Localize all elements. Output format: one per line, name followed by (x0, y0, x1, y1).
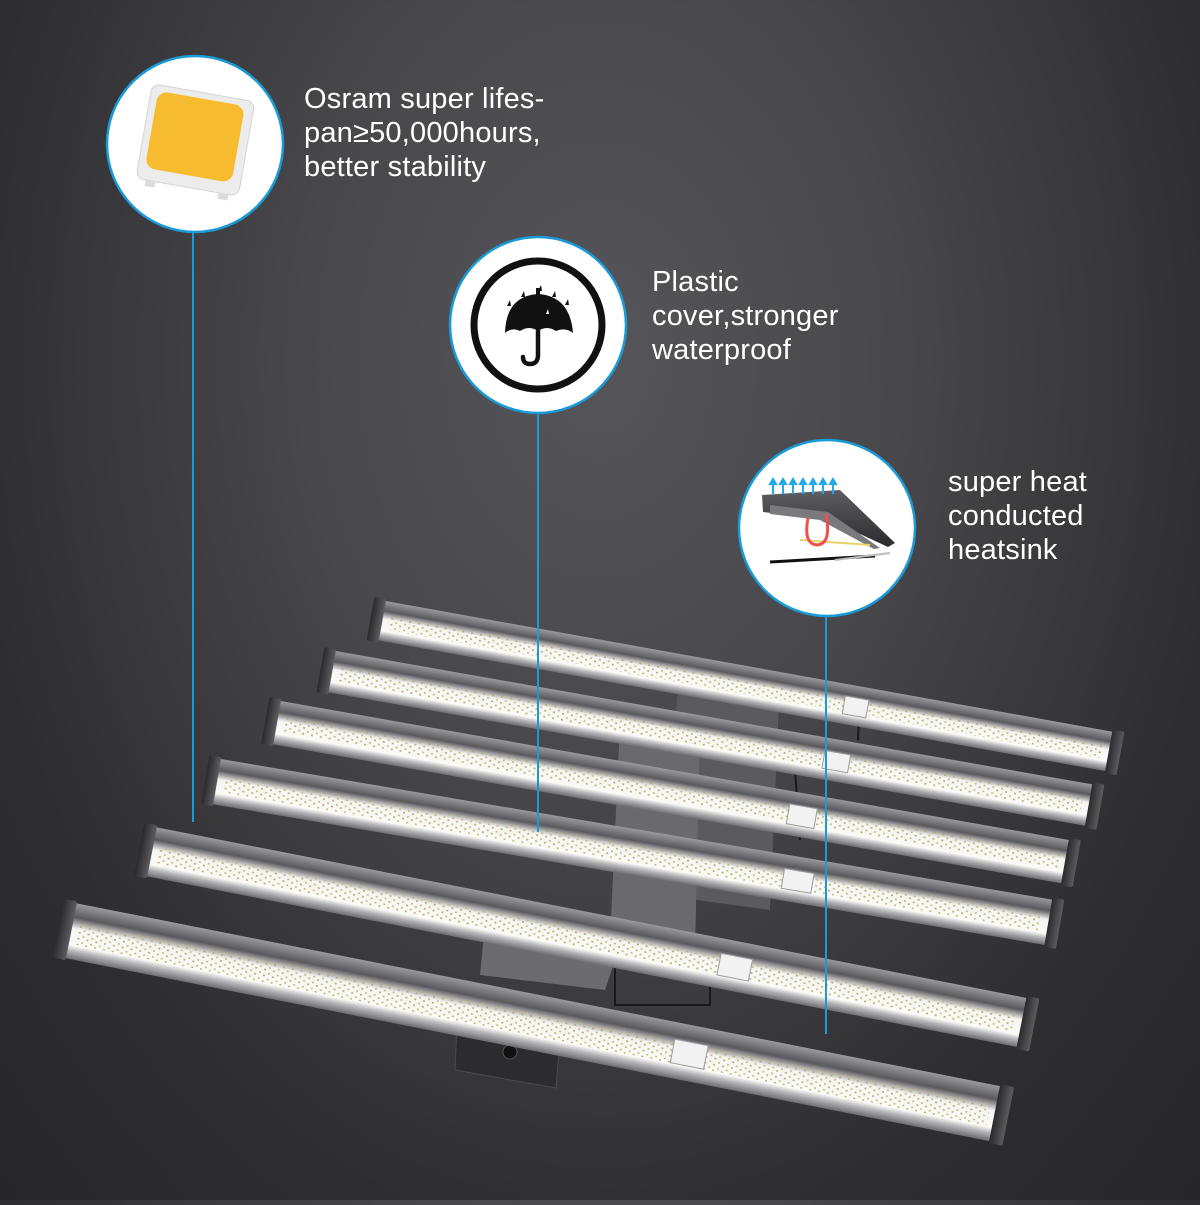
heatsink-airflow-icon (762, 477, 895, 564)
light-bar-1 (366, 597, 1125, 775)
callout-umbrella (448, 235, 628, 415)
callout-heatsink (737, 438, 917, 618)
light-bar-2 (316, 647, 1105, 830)
feature-text-heatsink: super heat conducted heatsink (948, 466, 1088, 566)
umbrella-rain-icon (505, 285, 573, 367)
feature-text-led: Osram super lifes- pan≥50,000hours, bett… (304, 83, 545, 183)
light-bar-6 (52, 899, 1014, 1146)
light-bar-5 (134, 823, 1040, 1052)
callout-led-chip (105, 54, 285, 234)
light-bar-3 (261, 697, 1081, 888)
feature-text-cover: Plastic cover,stronger waterproof (652, 266, 839, 366)
led-chip-icon (136, 84, 255, 201)
light-bar-4 (201, 755, 1064, 949)
